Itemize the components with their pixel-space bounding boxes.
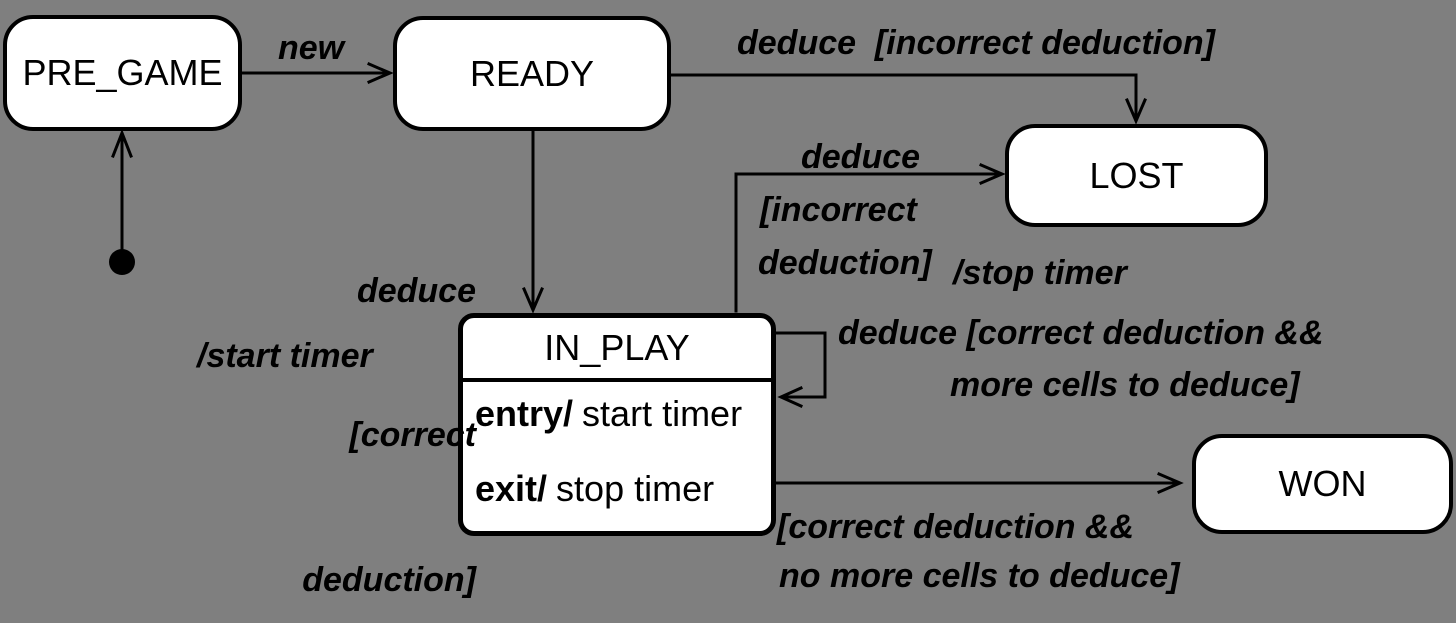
label-new: new bbox=[278, 29, 345, 67]
state-pre-game: PRE_GAME bbox=[3, 15, 242, 131]
state-in-play-title: IN_PLAY bbox=[463, 318, 771, 382]
state-ready: READY bbox=[393, 16, 671, 131]
state-in-play: IN_PLAY entry/start timer exit/stop time… bbox=[458, 313, 776, 536]
in-play-exit-row: exit/stop timer bbox=[475, 466, 761, 511]
label-ready-to-in-play-l2: [correct bbox=[349, 416, 476, 455]
entry-keyword: entry/ bbox=[475, 393, 574, 434]
transition-pre-game-to-ready bbox=[240, 62, 394, 84]
state-in-play-title-label: IN_PLAY bbox=[544, 327, 690, 368]
transition-in-play-self-loop bbox=[775, 331, 827, 408]
label-in-play-to-lost-guard1: [incorrect bbox=[760, 191, 917, 229]
label-ready-to-in-play-l1: deduce bbox=[356, 271, 476, 310]
label-in-play-to-lost-trigger: deduce bbox=[801, 138, 921, 176]
state-ready-label: READY bbox=[469, 52, 595, 94]
label-self-loop-l1: deduce [correct deduction && bbox=[838, 314, 1324, 352]
label-ready-to-lost: deduce [incorrect deduction] bbox=[737, 24, 1215, 62]
state-in-play-body: entry/start timer exit/stop timer bbox=[463, 382, 771, 511]
state-lost: LOST bbox=[1005, 124, 1268, 227]
in-play-entry-row: entry/start timer bbox=[475, 391, 761, 436]
label-ready-to-in-play-guard: deduce [correct deduction] bbox=[280, 170, 476, 623]
state-pre-game-label: PRE_GAME bbox=[22, 52, 223, 93]
transition-ready-to-in-play bbox=[522, 130, 544, 314]
label-start-timer-action: /start timer bbox=[197, 337, 373, 375]
label-ready-to-in-play-l3: deduction] bbox=[302, 561, 476, 600]
transition-initial-to-pre-game bbox=[111, 128, 133, 252]
exit-action: stop timer bbox=[556, 468, 715, 509]
transition-ready-to-lost bbox=[669, 73, 1147, 125]
label-in-play-to-lost-guard2: deduction] bbox=[758, 244, 932, 282]
label-self-loop-l2: more cells to deduce] bbox=[950, 366, 1300, 404]
state-lost-label: LOST bbox=[1089, 154, 1184, 196]
label-stop-timer-action: /stop timer bbox=[953, 254, 1127, 292]
initial-state-dot bbox=[109, 249, 135, 275]
state-won-label: WON bbox=[1278, 463, 1367, 504]
entry-action: start timer bbox=[582, 393, 743, 434]
exit-keyword: exit/ bbox=[475, 468, 548, 509]
label-in-play-to-won-l1: [correct deduction && bbox=[777, 508, 1135, 546]
transition-in-play-to-lost bbox=[734, 163, 1006, 313]
transition-in-play-to-won bbox=[775, 472, 1184, 494]
label-in-play-to-won-l2: no more cells to deduce] bbox=[779, 557, 1180, 595]
state-won: WON bbox=[1192, 434, 1453, 534]
